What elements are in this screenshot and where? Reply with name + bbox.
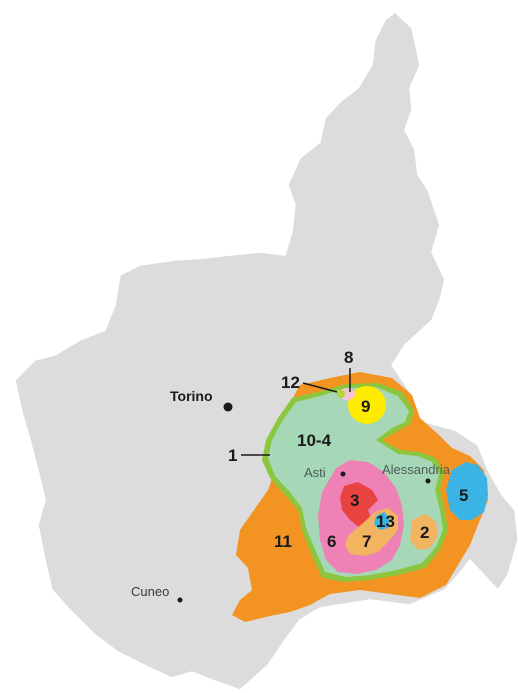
zone-label-8: 8 — [344, 348, 353, 367]
city-label-torino: Torino — [170, 388, 213, 404]
zone-label-10-4: 10-4 — [297, 431, 332, 450]
zone-12-area — [337, 390, 345, 398]
zone-label-6: 6 — [327, 532, 336, 551]
zone-label-2: 2 — [420, 523, 429, 542]
city-dot-cuneo — [177, 597, 183, 603]
zone-label-1: 1 — [228, 446, 237, 465]
city-label-asti: Asti — [304, 465, 326, 480]
zone-2-area — [410, 514, 438, 550]
zone-5-area — [446, 462, 488, 520]
zone-9-area — [348, 386, 386, 424]
leader-line-12 — [302, 382, 338, 393]
city-label-alessandria: Alessandria — [382, 462, 451, 477]
zone-label-12: 12 — [281, 373, 300, 392]
zone-label-5: 5 — [459, 486, 468, 505]
zone-label-9: 9 — [361, 397, 370, 416]
zone-label-3: 3 — [350, 491, 359, 510]
zone-label-7: 7 — [362, 532, 371, 551]
zone-label-11: 11 — [274, 532, 292, 551]
zone-3-area — [340, 482, 378, 528]
city-dot-alessandria — [425, 478, 431, 484]
city-dot-torino — [223, 402, 233, 412]
city-dot-asti — [340, 471, 346, 477]
zone-13-blue-area — [374, 512, 390, 530]
city-label-cuneo: Cuneo — [131, 584, 169, 599]
zone-label-13: 13 — [376, 512, 395, 531]
